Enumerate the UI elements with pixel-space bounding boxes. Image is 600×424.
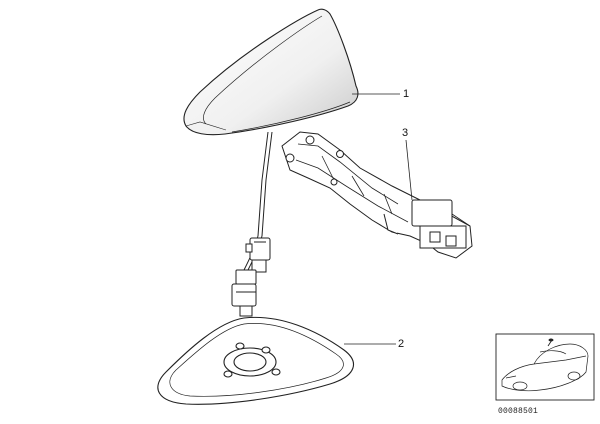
- callout-3: 3: [402, 127, 409, 139]
- cable-connector-upper: [245, 237, 271, 273]
- cable-connector-lower: [231, 269, 257, 317]
- callout-1: 1: [403, 88, 410, 100]
- antenna-bracket[interactable]: [281, 131, 473, 259]
- antenna-gasket[interactable]: [157, 316, 355, 405]
- reference-code: 00088501: [498, 407, 539, 416]
- vehicle-thumbnail: [495, 333, 595, 401]
- antenna-housing[interactable]: [183, 8, 359, 136]
- leader-lines: [344, 93, 413, 345]
- callout-2: 2: [398, 338, 405, 350]
